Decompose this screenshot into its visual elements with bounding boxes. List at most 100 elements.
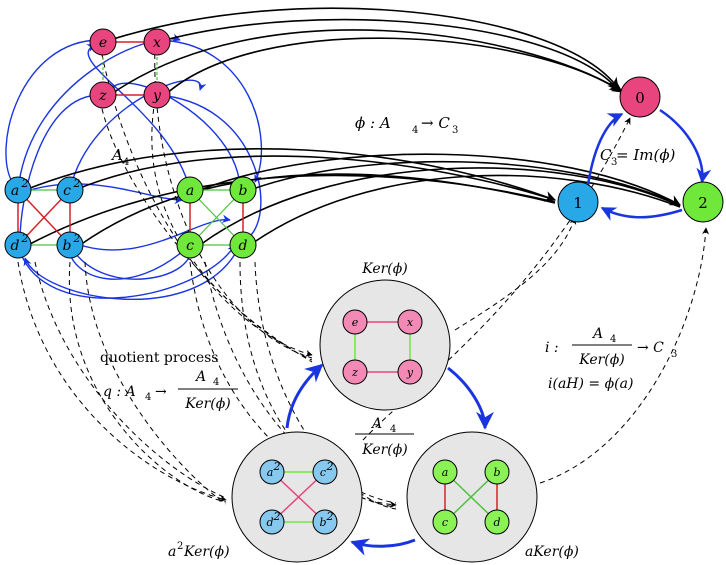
svg-text:= Im(ϕ): = Im(ϕ) — [616, 146, 676, 164]
quotient-cycle-arrows — [285, 363, 494, 556]
node-b: b — [229, 176, 257, 204]
svg-text:2: 2 — [73, 177, 81, 190]
svg-text:4: 4 — [610, 334, 616, 345]
node-y: y — [143, 81, 171, 109]
image-label: C 3 = Im(ϕ) — [600, 146, 676, 168]
a-coset-label: aKer(ϕ) — [525, 544, 579, 560]
node-z: z — [89, 81, 117, 109]
svg-text:i :: i : — [545, 340, 559, 356]
svg-text:2: 2 — [21, 232, 29, 245]
svg-text:d: d — [266, 516, 273, 529]
svg-text:3: 3 — [611, 157, 617, 168]
phi-label: ϕ : A 4 → C 3 — [355, 114, 458, 136]
node-e: e — [89, 28, 117, 56]
svg-text:0: 0 — [635, 89, 645, 107]
svg-text:2: 2 — [273, 460, 281, 473]
svg-text:1: 1 — [573, 194, 583, 212]
svg-text:3: 3 — [671, 349, 677, 360]
svg-text:e: e — [99, 35, 107, 51]
svg-text:x: x — [407, 316, 414, 329]
svg-text:a: a — [168, 544, 176, 560]
a4-label: A 4 — [110, 146, 129, 168]
svg-text:2: 2 — [326, 510, 334, 523]
svg-text:ϕ : A: ϕ : A — [355, 114, 391, 132]
svg-text:→ C: → C — [421, 114, 450, 132]
svg-text:a: a — [267, 466, 274, 479]
svg-text:a: a — [11, 183, 19, 199]
node-a: a — [176, 176, 204, 204]
svg-text:2: 2 — [326, 460, 334, 473]
kernel-label: Ker(ϕ) — [361, 261, 408, 277]
svg-text:4: 4 — [213, 377, 219, 388]
svg-text:c: c — [186, 238, 194, 254]
svg-text:4: 4 — [412, 125, 418, 136]
svg-text:a: a — [186, 183, 194, 199]
svg-text:C: C — [600, 146, 612, 164]
node-c: c — [176, 231, 204, 259]
svg-text:y: y — [406, 366, 414, 379]
svg-text:b: b — [493, 466, 500, 479]
svg-text:2: 2 — [273, 510, 281, 523]
svg-text:d: d — [11, 238, 20, 254]
svg-text:x: x — [153, 35, 161, 51]
node-two: 2 — [682, 181, 724, 223]
svg-text:4: 4 — [390, 424, 396, 435]
svg-text:y: y — [152, 88, 162, 104]
svg-text:→: → — [155, 384, 167, 400]
svg-text:A: A — [370, 416, 382, 432]
svg-text:z: z — [351, 366, 358, 379]
svg-text:Ker(ϕ): Ker(ϕ) — [578, 352, 625, 368]
svg-text:4: 4 — [145, 392, 151, 403]
a-cluster: a b c d — [176, 176, 257, 259]
svg-text:d: d — [493, 516, 500, 529]
svg-text:c: c — [442, 516, 448, 529]
svg-text:d: d — [239, 238, 248, 254]
svg-text:Ker(ϕ): Ker(ϕ) — [361, 442, 408, 458]
svg-text:2: 2 — [177, 541, 183, 552]
a-coset: a b c d — [406, 431, 538, 563]
node-zero: 0 — [619, 76, 661, 118]
svg-text:2: 2 — [73, 232, 81, 245]
svg-text:z: z — [98, 88, 107, 104]
quotient-fraction: A 4 Ker(ϕ) — [355, 416, 414, 458]
svg-text:A: A — [194, 369, 206, 385]
kernel-coset: e x z y — [319, 279, 451, 411]
svg-text:i(aH) = ϕ(a): i(aH) = ϕ(a) — [548, 376, 633, 392]
induced-map-label: i : A 4 Ker(ϕ) → C 3 i(aH) = ϕ(a) — [545, 326, 677, 392]
svg-text:3: 3 — [452, 125, 458, 136]
svg-text:A: A — [591, 326, 603, 342]
svg-text:→ C: → C — [637, 340, 664, 356]
cyclic-group: 0 1 2 — [557, 76, 724, 223]
svg-text:Ker(ϕ): Ker(ϕ) — [183, 544, 230, 560]
node-d: d — [229, 231, 257, 259]
svg-text:q : A: q : A — [103, 384, 136, 400]
quotient-process-label: quotient process q : A 4 → A 4 Ker(ϕ) — [100, 350, 238, 412]
svg-text:b: b — [63, 238, 72, 254]
svg-text:4: 4 — [123, 157, 129, 168]
svg-text:a: a — [442, 466, 449, 479]
a2-coset-label: a 2 Ker(ϕ) — [168, 541, 230, 560]
svg-text:2: 2 — [698, 194, 708, 212]
svg-text:A: A — [110, 146, 123, 164]
a4-cycle-arcs — [5, 33, 263, 300]
kernel-cluster: e x z y — [89, 28, 171, 109]
phi-arrows — [24, 7, 681, 246]
svg-text:2: 2 — [21, 177, 29, 190]
svg-text:b: b — [319, 516, 326, 529]
node-x: x — [143, 28, 171, 56]
svg-text:b: b — [239, 183, 248, 199]
svg-text:c: c — [320, 466, 326, 479]
svg-text:Ker(ϕ): Ker(ϕ) — [184, 396, 231, 412]
svg-text:c: c — [63, 183, 71, 199]
svg-text:quotient process: quotient process — [100, 350, 218, 366]
svg-text:e: e — [352, 316, 359, 329]
node-one: 1 — [557, 181, 599, 223]
